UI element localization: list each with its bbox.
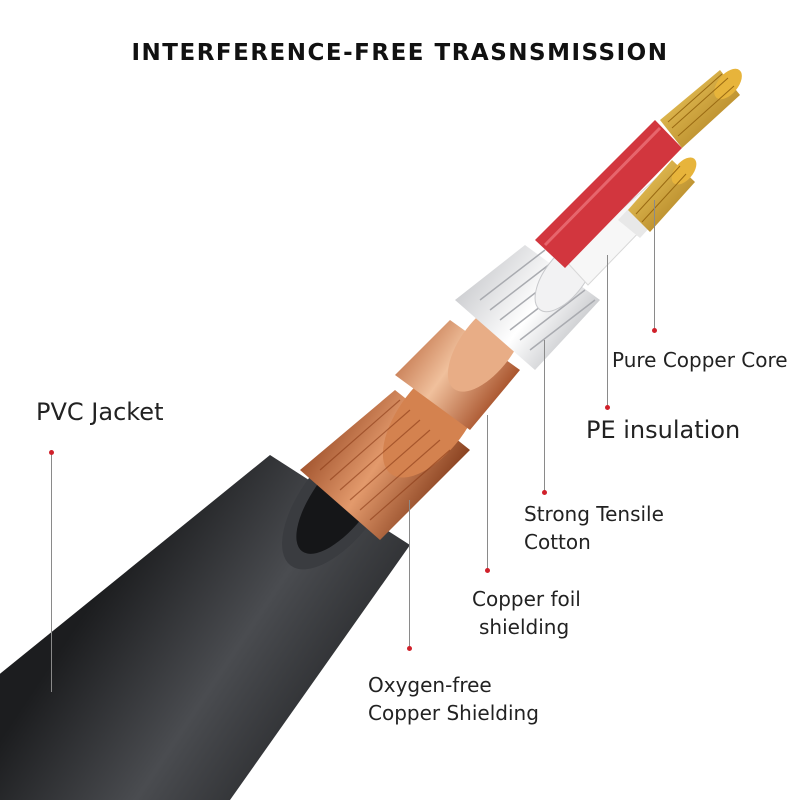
leader-line-copper-foil xyxy=(487,415,488,570)
red-wire-shape xyxy=(535,120,682,268)
label-line: Copper Shielding xyxy=(368,701,539,725)
leader-dot-copper-foil xyxy=(485,568,490,573)
leader-dot-copper-shielding xyxy=(407,646,412,651)
leader-line-pe-insulation xyxy=(607,255,608,407)
leader-line-cotton xyxy=(544,340,545,492)
label-copper-foil-shielding: Copper foil shielding xyxy=(472,585,581,641)
leader-dot-pe-insulation xyxy=(605,405,610,410)
leader-line-copper-shielding xyxy=(409,500,410,648)
label-pe-insulation: PE insulation xyxy=(586,416,741,444)
label-line: Cotton xyxy=(524,530,591,554)
leader-dot-pvc-jacket xyxy=(49,450,54,455)
label-pure-copper-core: Pure Copper Core xyxy=(612,348,788,372)
leader-dot-cotton xyxy=(542,490,547,495)
label-strong-tensile-cotton: Strong Tensile Cotton xyxy=(524,500,664,556)
copper-core-shape xyxy=(628,68,742,232)
label-oxygen-free-copper-shielding: Oxygen-free Copper Shielding xyxy=(368,671,539,727)
diagram-title: INTERFERENCE-FREE TRASNSMISSION xyxy=(131,40,669,66)
cotton-filler-shape xyxy=(455,239,600,370)
label-line: Oxygen-free xyxy=(368,673,492,697)
leader-line-copper-core xyxy=(654,200,655,330)
label-pvc-jacket: PVC Jacket xyxy=(36,398,164,426)
label-line: Strong Tensile xyxy=(524,502,664,526)
leader-line-pvc-jacket xyxy=(51,452,52,692)
leader-dot-copper-core xyxy=(652,328,657,333)
label-line: Copper foil xyxy=(472,587,581,611)
label-line: shielding xyxy=(479,615,570,639)
